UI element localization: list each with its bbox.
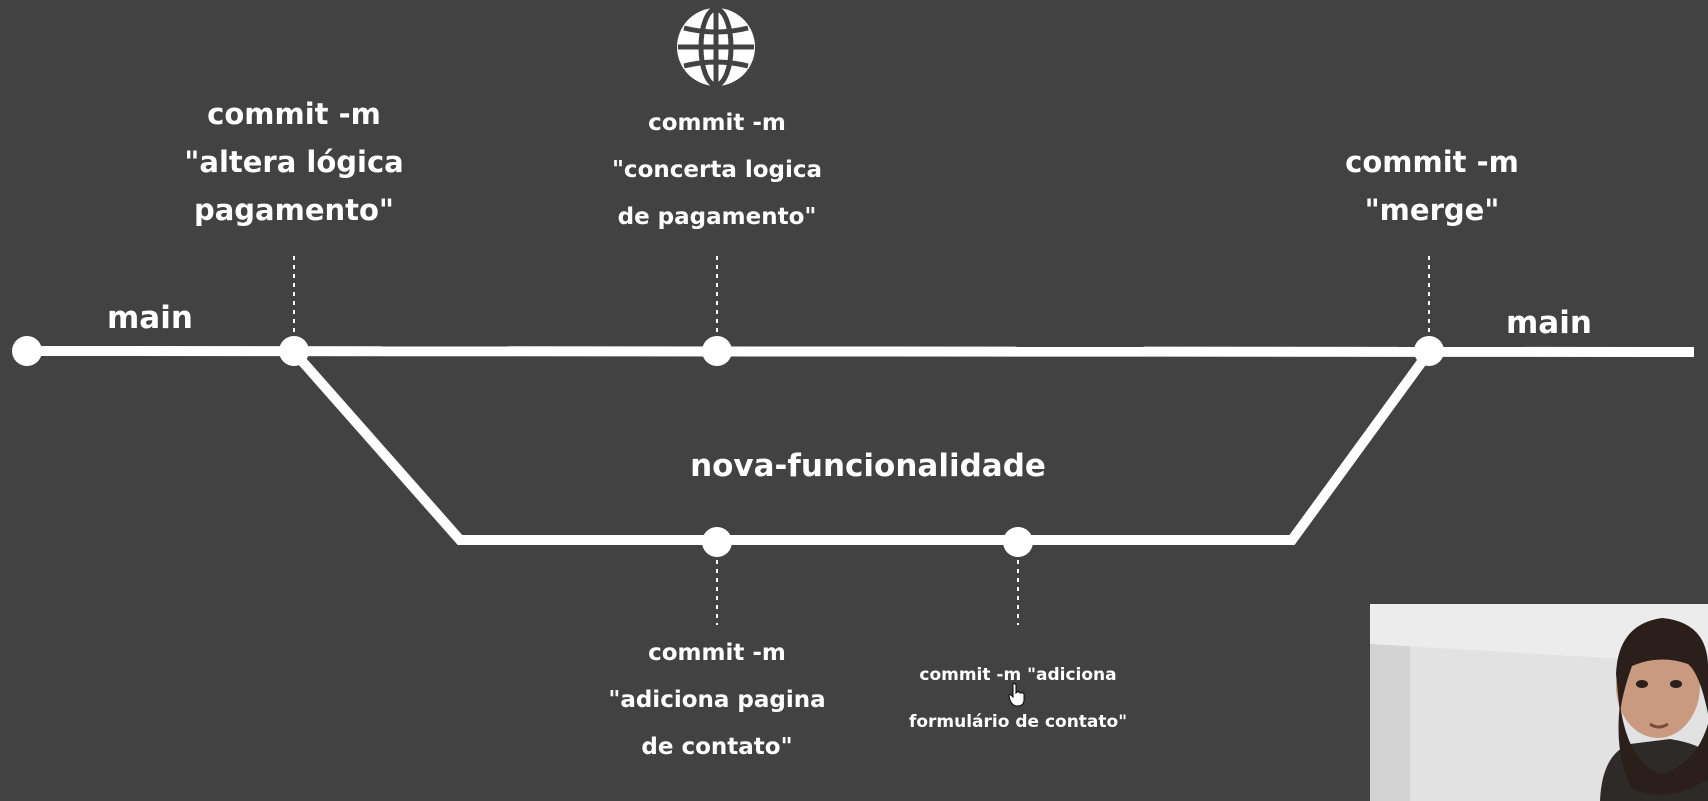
commit-label-line: commit -m "adiciona [919,665,1117,685]
branch-label-feature: nova-funcionalidade [690,448,1046,484]
commit-label-line: commit -m [648,110,786,136]
commit-label-adiciona-form: commit -m "adiciona formulário de contat… [878,652,1158,746]
commit-label-adiciona-pagina: commit -m "adiciona pagina de contato" [577,630,857,771]
commit-label-line: "concerta logica [611,157,823,183]
node-adiciona-form [1003,527,1033,557]
commit-label-line: de pagamento" [617,204,817,230]
commit-label-altera: commit -m "altera lógica pagamento" [154,90,434,234]
commit-label-merge: commit -m "merge" [1312,138,1552,234]
commit-label-line: pagamento" [193,193,395,227]
commit-label-line: de contato" [641,734,793,760]
node-concerta [702,336,732,366]
commit-label-line: "altera lógica [184,145,404,179]
commit-label-line: "adiciona pagina [608,687,826,713]
branch-label-main-left: main [107,300,193,336]
commit-label-line: commit -m [1345,145,1519,179]
presenter-video-icon [1370,604,1708,801]
feature-branch-line [290,348,1434,545]
commit-label-concerta: commit -m "concerta logica de pagamento" [577,100,857,241]
node-main-start [12,336,42,366]
commit-label-line: commit -m [207,97,381,131]
node-merge [1414,336,1444,366]
globe-icon [677,6,755,88]
branch-label-main-right: main [1506,305,1592,341]
commit-label-line: "merge" [1364,193,1500,227]
commit-label-line: formulário de contato" [908,712,1128,732]
node-adiciona-pagina [702,527,732,557]
commit-label-line: commit -m [648,640,786,666]
hand-cursor-icon [1008,683,1025,707]
node-altera [279,336,309,366]
presenter-webcam [1370,604,1708,801]
